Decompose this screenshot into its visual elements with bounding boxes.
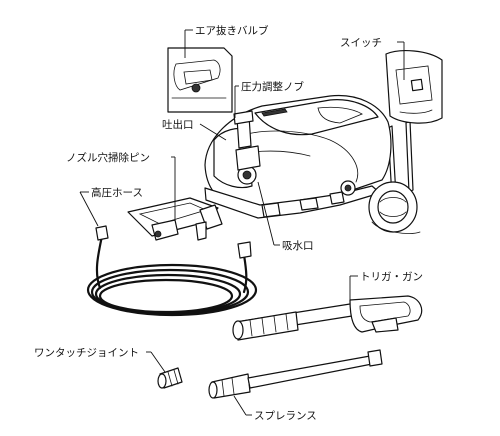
label-spray-lance: スプレランス: [254, 410, 317, 422]
label-switch: スイッチ: [340, 37, 382, 49]
quick-coupling: [157, 367, 183, 389]
label-nozzle-pin: ノズル穴掃除ピン: [66, 151, 150, 164]
spray-lance: [208, 349, 383, 399]
label-inlet: 吸水口: [282, 240, 314, 252]
high-pressure-hose: [86, 225, 258, 317]
leader-lines: [79, 29, 405, 416]
label-pressure-knob: 圧力調整ノブ: [241, 80, 304, 93]
label-outlet: 吐出口: [162, 118, 194, 131]
switch-inset: [385, 50, 443, 124]
label-trigger-gun: トリガ・ガン: [360, 271, 423, 283]
label-hose: 高圧ホース: [91, 186, 143, 199]
air-valve-inset: [167, 47, 233, 113]
labels: エア抜きバルブ スイッチ 圧力調整ノブ 吐出口 ノズル穴掃除ピン 高圧ホース 吸…: [34, 24, 423, 422]
trigger-gun: [232, 295, 423, 341]
washer-unit: [127, 94, 421, 241]
label-coupling: ワンタッチジョイント: [34, 347, 139, 359]
label-air-valve: エア抜きバルブ: [195, 24, 269, 37]
